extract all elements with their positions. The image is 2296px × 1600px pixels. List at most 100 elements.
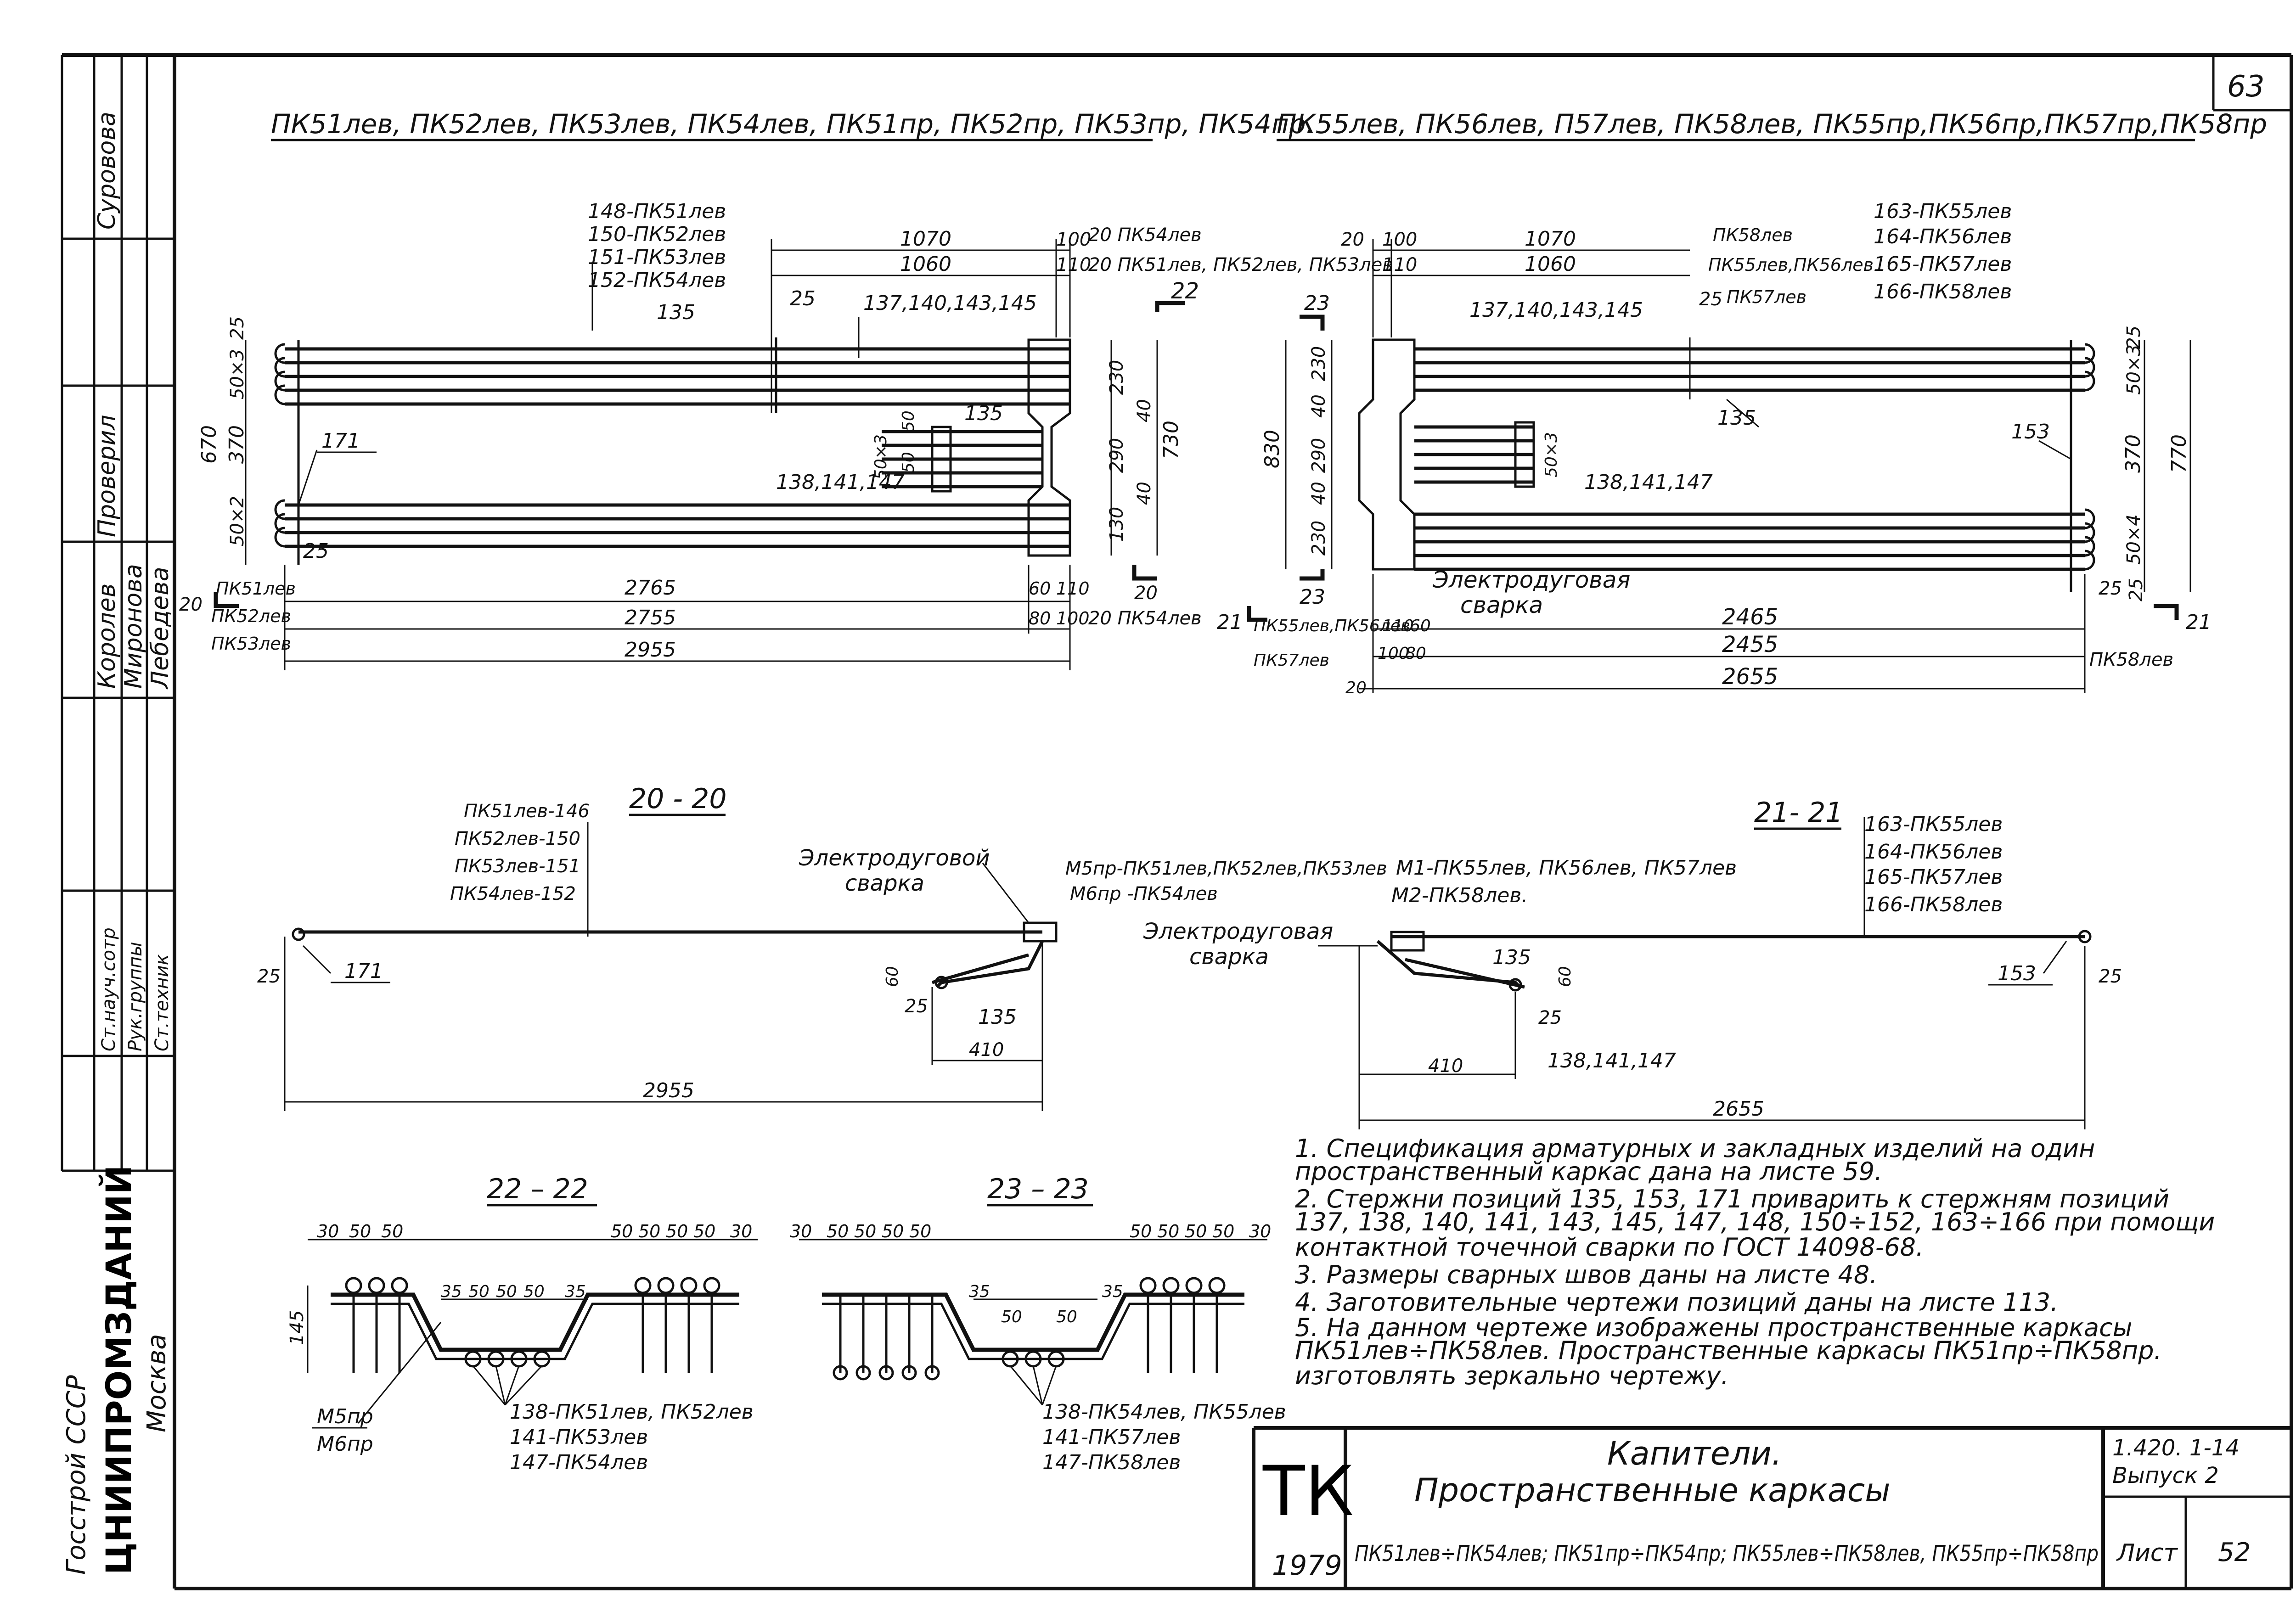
sec20-dim-2955: 2955 <box>643 1079 694 1102</box>
sheet-frame <box>62 53 2293 1590</box>
note-line-4: 137, 138, 140, 141, 143, 145, 147, 148, … <box>1295 1207 2215 1236</box>
corner-sheet-number: 63 <box>2227 70 2264 104</box>
stamp-role-4: Ст.техник <box>152 954 173 1051</box>
left-label-50: 50 <box>899 410 918 432</box>
right-rdim-50x4: 50×4 <box>2123 514 2144 565</box>
left-dim-110b: 110 <box>1056 578 1090 599</box>
stamp-name-2: Королев <box>93 584 121 689</box>
left-dim-25: 25 <box>227 316 248 340</box>
left-dim-2955: 2955 <box>625 638 676 662</box>
sec23-mid-1: 35 <box>969 1282 990 1301</box>
note-line-7: 4. Заготовительные чертежи позиций даны … <box>1295 1288 2058 1317</box>
sec22-mid-3: 50 <box>496 1282 517 1301</box>
sec23-top-l-3: 50 <box>854 1221 876 1241</box>
left-rdim-230: 230 <box>1106 360 1127 395</box>
right-tag-bottom-1: ПК55лев,ПК56лев <box>1254 617 1410 635</box>
right-rdim-370: 370 <box>2122 434 2145 473</box>
left-label-138: 138,141,147 <box>776 471 905 494</box>
right-callout-4: 166-ПК58лев <box>1874 280 2012 303</box>
left-label-50x3: 50×3 <box>872 434 890 480</box>
left-callout-1: 148-ПК51лев <box>588 200 726 223</box>
left-dim-20b: 20 ПК51лев, ПК52лев, ПК53лев <box>1088 254 1393 275</box>
sec23-top-r-1: 50 <box>1130 1221 1152 1241</box>
section-20-20 <box>284 822 1058 1111</box>
right-title: ПК55лев, ПК56лев, П57лев, ПК58лев, ПК55п… <box>1277 108 2267 140</box>
sec21-label-138: 138,141,147 <box>1548 1049 1676 1072</box>
sec22-top-r-2: 50 <box>638 1221 660 1241</box>
sec20-label-25: 25 <box>257 966 281 987</box>
left-rdim-290: 290 <box>1106 438 1127 473</box>
sec22-legend-2: 141-ПК53лев <box>510 1426 648 1449</box>
right-label-25: 25 <box>1699 289 1722 310</box>
left-tag-2: ПК52лев <box>211 606 291 626</box>
institute-name: ЦНИИПРОМЗДАНИЙ <box>98 1165 139 1575</box>
sec20-callout-2: ПК52лев-150 <box>455 828 580 849</box>
right-dim-2465: 2465 <box>1722 604 1778 630</box>
left-dim-20c: 20 <box>179 594 203 615</box>
sec23-mid-2: 50 <box>1001 1308 1022 1326</box>
sec21-m1: М1-ПК55лев, ПК56лев, ПК57лев <box>1396 856 1737 880</box>
right-rdim-25: 25 <box>2123 326 2144 349</box>
stamp-name-4: Лебедева <box>146 567 174 690</box>
right-dim-2455: 2455 <box>1722 632 1778 657</box>
right-weld-2: сварка <box>1460 592 1543 618</box>
right-ldim-40: 40 <box>1308 394 1329 418</box>
right-plan <box>1247 239 2191 693</box>
left-dim-20d: 20 <box>1134 583 1158 604</box>
left-dim-20a: 20 ПК54лев <box>1088 225 1202 246</box>
right-section-21: 21 <box>2186 611 2212 634</box>
sec22-m6: М6пр <box>317 1432 373 1456</box>
right-ldim-830: 830 <box>1261 430 1284 468</box>
tk-year: 1979 <box>1272 1549 1342 1582</box>
sec21-weld-1: Электродуговая <box>1143 919 1333 944</box>
right-callout-2: 164-ПК56лев <box>1874 225 2012 248</box>
sec23-top-l-5: 50 <box>909 1221 931 1241</box>
section-23-23 <box>799 1239 1267 1405</box>
doc-code: 1.420. 1-14 <box>2112 1435 2240 1461</box>
sec20-callout-3: ПК53лев-151 <box>455 856 580 877</box>
note-line-1: 1. Спецификация арматурных и закладных и… <box>1295 1134 2095 1163</box>
left-rdim-40: 40 <box>1134 399 1155 422</box>
right-dim-21: 21 <box>1217 611 1243 634</box>
note-line-9: ПК51лев÷ПК58лев. Пространственные каркас… <box>1295 1336 2162 1365</box>
sec23-top-l-2: 50 <box>827 1221 849 1241</box>
left-callout-4: 152-ПК54лев <box>588 269 726 292</box>
right-tag-bottom-2: ПК57лев <box>1254 651 1329 670</box>
section-22-title: 22 – 22 <box>487 1173 588 1205</box>
stamp-role-2: Проверил <box>93 415 121 537</box>
right-label-135: 135 <box>1717 406 1756 430</box>
stamp-name-1: Суровова <box>93 112 121 230</box>
sec22-top-l-3: 50 <box>381 1221 403 1241</box>
right-dim-20b: 20 <box>1345 679 1367 697</box>
left-dim-50x2: 50×2 <box>227 496 248 546</box>
left-label-50b: 50 <box>899 452 918 473</box>
sec20-weld-2: сварка <box>845 870 924 896</box>
right-label-50x3: 50×3 <box>1542 432 1561 477</box>
right-tag-5556: ПК55лев,ПК56лев <box>1708 255 1874 275</box>
sec20-m5: М5пр-ПК51лев,ПК52лев,ПК53лев <box>1065 858 1387 879</box>
left-dim-20e: 20 ПК54лев <box>1088 608 1202 629</box>
sec21-dim-2655: 2655 <box>1713 1097 1764 1121</box>
right-callout-3: 165-ПК57лев <box>1874 253 2012 276</box>
sec23-top-r-2: 50 <box>1157 1221 1179 1241</box>
note-line-2: пространственный каркас дана на листе 59… <box>1295 1157 1882 1186</box>
sec23-top-r-3: 50 <box>1185 1221 1207 1241</box>
stamp-role-5: Ст.науч.сотр <box>98 927 119 1051</box>
left-dim-2765: 2765 <box>625 576 676 600</box>
left-callout-2: 150-ПК52лев <box>588 223 726 246</box>
sec22-mid-4: 50 <box>523 1282 545 1301</box>
sec23-mid-3: 50 <box>1056 1308 1077 1326</box>
general-notes: 1. Спецификация арматурных и закладных и… <box>1295 1134 2215 1390</box>
note-line-6: 3. Размеры сварных швов даны на листе 48… <box>1295 1260 1877 1289</box>
left-dim-2755: 2755 <box>625 606 676 629</box>
right-label-153: 153 <box>2011 420 2050 444</box>
left-dim-110: 110 <box>1056 254 1091 275</box>
sec22-top-r-3: 50 <box>666 1221 688 1241</box>
right-dim-1060: 1060 <box>1525 253 1576 276</box>
doc-issue: Выпуск 2 <box>2112 1463 2219 1488</box>
right-ldim-230b: 230 <box>1308 521 1329 556</box>
sheet-label: Лист <box>2116 1539 2178 1567</box>
title-line-3: ПК51лев÷ПК54лев; ПК51пр÷ПК54пр; ПК55лев÷… <box>1355 1541 2099 1566</box>
left-dim-100b: 100 <box>1056 608 1090 629</box>
sec20-label-135: 135 <box>978 1005 1017 1029</box>
